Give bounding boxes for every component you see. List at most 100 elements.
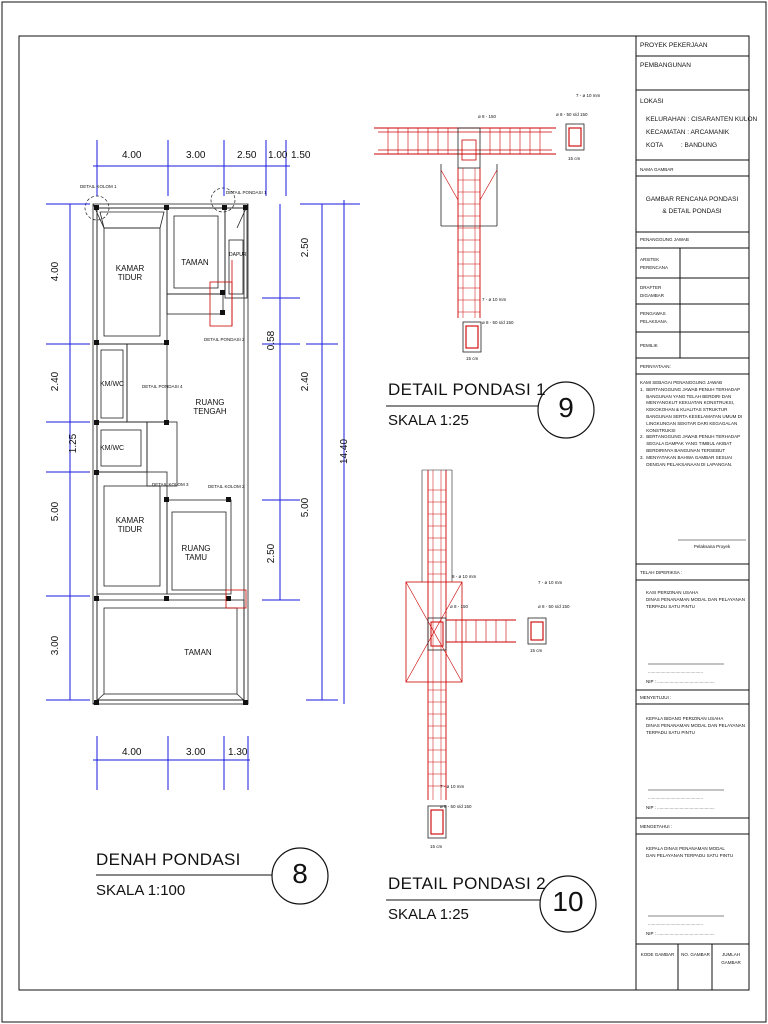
- tb-diperiksa-nip: NIP : ..................................…: [646, 679, 715, 684]
- detail-pondasi-2-stirrups: [428, 489, 507, 787]
- room-kamar-tidur-1: KAMAR TIDUR: [115, 264, 145, 282]
- tb-menyetujui-dots: ........................................…: [648, 795, 704, 800]
- tb-nama-gambar-2: & DETAIL PONDASI: [662, 208, 722, 215]
- note-c3: 7 - ø 10 mm: [538, 580, 563, 585]
- dim-left-2: 2.40: [50, 371, 62, 392]
- dim-top-4: 1.00: [268, 150, 288, 161]
- callout-detail-kolom-1: DETAIL KOLOM 1: [80, 184, 117, 189]
- detail-pondasi-1-drawing: [374, 123, 595, 439]
- tb-menyetujui-text: KEPALA BIDANG PERIZINAN USAHA DINAS PENA…: [646, 716, 745, 735]
- dim-top-3: 2.50: [237, 150, 257, 161]
- detail-pondasi-2-scale: SKALA 1:25: [388, 906, 469, 923]
- tb-kota: KOTA : BANDUNG: [646, 142, 718, 149]
- note-b2: ø 8 - 50 s/d 150: [482, 320, 514, 325]
- denah-callout: [96, 847, 329, 905]
- detail-pondasi-1-stirrups: [387, 128, 541, 313]
- note-d2: ø 8 - 50 s/d 150: [440, 804, 472, 809]
- detail-pondasi-1-number: 9: [558, 392, 574, 423]
- room-ruang-tamu: RUANG TAMU: [181, 544, 211, 562]
- tb-kecamatan: KECAMATAN : ARCAMANIK: [646, 129, 730, 136]
- tb-drafter: DRAFTER DIGAMBAR: [640, 285, 665, 298]
- note-c2: ø 8 - 150: [450, 604, 469, 609]
- dim-right-5: 2.50: [266, 543, 278, 564]
- callout-detail-kolom-3: DETAIL KOLOM 3: [152, 482, 189, 487]
- denah-title: DENAH PONDASI: [96, 850, 241, 869]
- dim-right-1: 2.50: [300, 237, 312, 258]
- detail-pondasi-1-scale: SKALA 1:25: [388, 412, 469, 429]
- room-dapur: DAPUR: [229, 252, 247, 258]
- dim-top-2: 3.00: [186, 150, 206, 161]
- dim-bottom-2: 3.00: [186, 747, 206, 758]
- dim-bottom-3: 1.30: [228, 747, 248, 758]
- tb-pj-label: PENANGGUNG JAWAB: [640, 237, 689, 242]
- callout-detail-pondasi-2: DETAIL PONDASI 2: [204, 337, 245, 342]
- note-a3: 15 cm: [568, 156, 581, 161]
- room-taman-1: TAMAN: [181, 258, 209, 267]
- dim-left-1: 4.00: [50, 261, 62, 282]
- tb-nama-gambar-label: NAMA GAMBAR: [640, 167, 674, 172]
- title-block-grid: [636, 55, 749, 990]
- tb-menyetujui-nip: NIP : ..................................…: [646, 805, 715, 810]
- callout-detail-kolom-2: DETAIL KOLOM 2: [208, 484, 245, 489]
- note-b1: 7 - ø 10 mm: [482, 297, 507, 302]
- tb-mengetahui-dots: ........................................…: [648, 921, 704, 926]
- dim-left-3: 1.25: [68, 433, 80, 454]
- tb-mengetahui-text: KEPALA DINAS PENANAMAN MODAL DAN PELAYAN…: [646, 846, 734, 858]
- dim-right-2: 0.58: [266, 330, 278, 351]
- room-ruang-tengah: RUANG TENGAH: [193, 398, 227, 416]
- room-kmwc-1: KM/WC: [100, 381, 125, 388]
- tb-nama-gambar-1: GAMBAR RENCANA PONDASI: [645, 196, 739, 203]
- detail-pondasi-1-title: DETAIL PONDASI 1: [388, 380, 546, 399]
- dim-top-1: 4.00: [122, 150, 142, 161]
- note-c4: ø 8 - 50 s/d 150: [538, 604, 570, 609]
- dim-right-3: 2.40: [300, 371, 312, 392]
- tb-mengetahui-label: MENGETAHUI :: [640, 824, 673, 829]
- tb-diperiksa-text: KASI PERIZINAN USAHA DINAS PENANAMAN MOD…: [646, 590, 745, 609]
- foundation-plan: [92, 203, 249, 705]
- tb-proyek-label: PROYEK PEKERJAAN: [640, 42, 708, 49]
- dim-top-5: 1.50: [291, 150, 311, 161]
- note-d1: 7 - ø 10 mm: [440, 784, 465, 789]
- tb-mengetahui-nip: NIP : ..................................…: [646, 931, 715, 936]
- dim-left-5: 3.00: [50, 635, 62, 656]
- tb-proyek-value: PEMBANGUNAN: [640, 62, 691, 69]
- tb-diperiksa-label: TELAH DIPERIKSA :: [640, 570, 683, 575]
- tb-arsitek: ARSITEK PERENCANA: [640, 257, 669, 270]
- note-d3: 15 cm: [430, 844, 443, 849]
- callout-detail-pondasi-4: DETAIL PONDASI 4: [142, 384, 183, 389]
- callout-detail-pondasi-1: DETAIL PONDASI 1: [226, 190, 267, 195]
- tb-diperiksa-dots: ........................................…: [648, 669, 704, 674]
- denah-scale: SKALA 1:100: [96, 882, 186, 899]
- room-taman-2: TAMAN: [184, 648, 212, 657]
- dim-total: 14.40: [339, 438, 351, 465]
- tb-pelaksana: Pelaksana Proyek: [693, 544, 731, 549]
- dim-right-4: 5.00: [300, 497, 312, 518]
- tb-pengawas: PENGAWAS PELAKSANA: [640, 311, 667, 324]
- note-a1: 7 - ø 10 mm: [576, 93, 601, 98]
- room-kamar-tidur-2: KAMAR TIDUR: [115, 516, 145, 534]
- tb-pernyataan-text: KAMI SEBAGAI PENANGGUNG JAWAB 1. BERTANG…: [640, 380, 743, 467]
- dim-bottom-1: 4.00: [122, 747, 142, 758]
- dim-left-4: 5.00: [50, 501, 62, 522]
- tb-no-gambar: NO. GAMBAR: [681, 952, 710, 957]
- note-b3: 15 cm: [466, 356, 479, 361]
- denah-number: 8: [292, 858, 308, 889]
- tb-pernyataan-label: PERNYATAAN:: [640, 364, 671, 369]
- detail-pondasi-2-number: 10: [552, 886, 584, 917]
- note-a4: ø 8 - 150: [478, 114, 497, 119]
- note-c1: 8 - ø 10 mm: [452, 574, 477, 579]
- detail-pondasi-2-title: DETAIL PONDASI 2: [388, 874, 546, 893]
- tb-kode-gambar: KODE GAMBAR: [640, 952, 675, 957]
- tb-lokasi-label: LOKASI: [640, 98, 664, 105]
- tb-pemilik: PEMILIK: [640, 343, 658, 348]
- tb-kelurahan: KELURAHAN : CISARANTEN KULON: [646, 116, 758, 123]
- room-kmwc-2: KM/WC: [100, 445, 125, 452]
- note-c5: 15 cm: [530, 648, 543, 653]
- plan-columns: [94, 205, 248, 705]
- tb-menyetujui-label: MENYETUJUI :: [640, 695, 672, 700]
- plan-dimensions: [46, 140, 360, 790]
- tb-jumlah-gambar: JUMLAH GAMBAR: [721, 952, 741, 965]
- detail-pondasi-2-drawing: [386, 469, 597, 933]
- note-a2: ø 8 - 50 s/d 150: [556, 112, 588, 117]
